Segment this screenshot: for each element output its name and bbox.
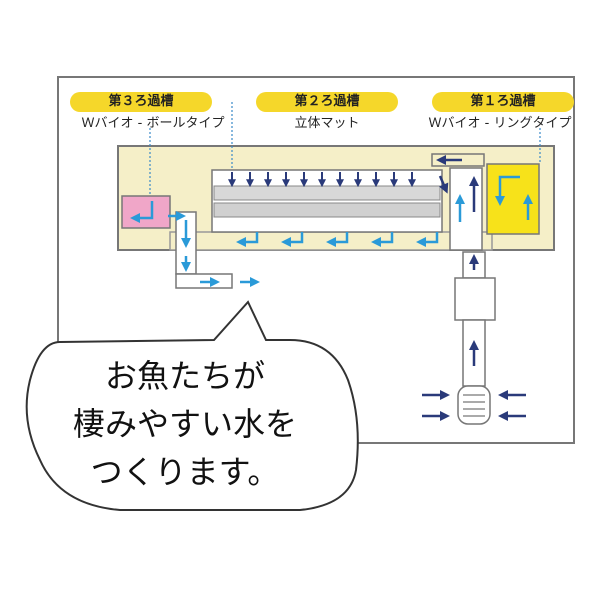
speech-line-3: つくります。 <box>90 453 280 491</box>
first-tank-media <box>486 163 540 235</box>
third-tank-flow-arrow <box>130 201 154 223</box>
speech-bubble <box>25 300 359 511</box>
second-stage-title: 第２ろ過槽 <box>256 92 398 112</box>
filter-mat-bottom <box>213 202 441 218</box>
speech-line-1: お魚たちが <box>104 357 265 395</box>
mat-outflow-arrows <box>236 232 439 247</box>
second-tank <box>211 169 443 233</box>
intake-arrows <box>422 390 526 421</box>
third-tank-media <box>121 195 171 229</box>
riser-channel <box>449 167 483 251</box>
strainer-slots <box>463 394 485 417</box>
first-stage-subtitle: Ｗバイオ - リングタイプ <box>428 116 572 131</box>
filter-mat-top <box>213 185 441 201</box>
pump-body <box>454 277 496 321</box>
third-stage-subtitle: Ｗバイオ - ボールタイプ <box>81 116 225 131</box>
leader-lines <box>149 102 541 196</box>
first-stage-title: 第１ろ過槽 <box>432 92 574 112</box>
riser-arrow-a <box>438 175 449 194</box>
speech-line-2: 棲みやすい水を <box>72 405 297 443</box>
second-stage-subtitle: 立体マット <box>294 116 360 131</box>
intake-strainer <box>457 385 491 425</box>
mat-down-arrows <box>228 172 416 188</box>
third-stage-title: 第３ろ過槽 <box>70 92 212 112</box>
first-tank-flow-arrow-a <box>495 175 520 206</box>
top-flow-frame <box>431 153 485 167</box>
speech-text: お魚たちが 棲みやすい水を つくります。 <box>30 352 340 496</box>
